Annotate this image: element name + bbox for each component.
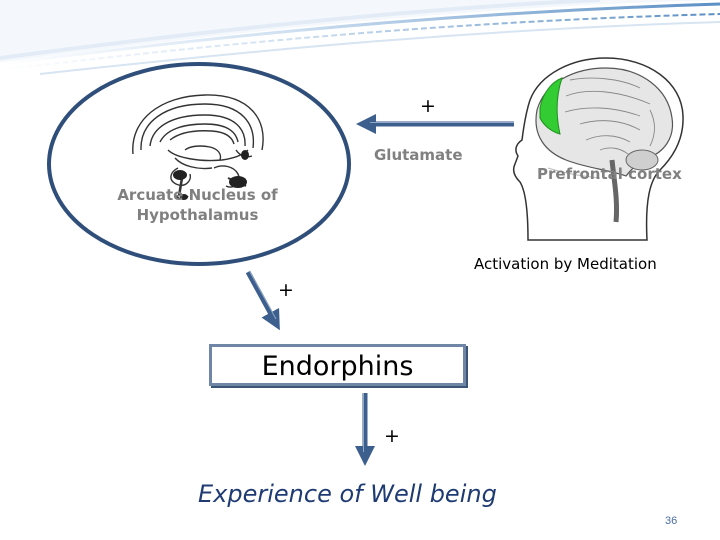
slide-number: 36: [665, 515, 678, 527]
prefrontal-highlight: [539, 77, 563, 135]
brainstem: [609, 159, 619, 223]
arcuate-nucleus-text: Arcuate Nucleus of Hypothalamus: [117, 186, 278, 224]
prefrontal-brain-image: [512, 57, 684, 241]
glutamate-label: Glutamate: [374, 146, 463, 164]
cerebellum: [625, 149, 659, 171]
endorphins-to-wellbeing-arrow: [355, 393, 375, 466]
endorphins-label: Endorphins: [261, 351, 414, 382]
plus-sign-top: +: [420, 95, 436, 117]
plus-sign-left: +: [278, 279, 294, 301]
arcuate-nucleus-ellipse: [47, 62, 351, 266]
header-wave-decoration: [0, 0, 720, 75]
nucleus-to-endorphins-arrow: [245, 270, 280, 331]
experience-label: Experience of Well being: [198, 480, 497, 508]
hypothalamus-dark-regions: [173, 150, 249, 200]
endorphins-box: Endorphins: [209, 344, 466, 386]
arcuate-nucleus-label: Arcuate Nucleus of Hypothalamus: [95, 185, 300, 225]
brain-folds: [564, 77, 655, 155]
activation-label: Activation by Meditation: [474, 255, 657, 273]
prefrontal-cortex-label: Prefrontal cortex: [537, 165, 682, 183]
glutamate-arrow: [356, 114, 514, 134]
plus-sign-bottom: +: [384, 425, 400, 447]
